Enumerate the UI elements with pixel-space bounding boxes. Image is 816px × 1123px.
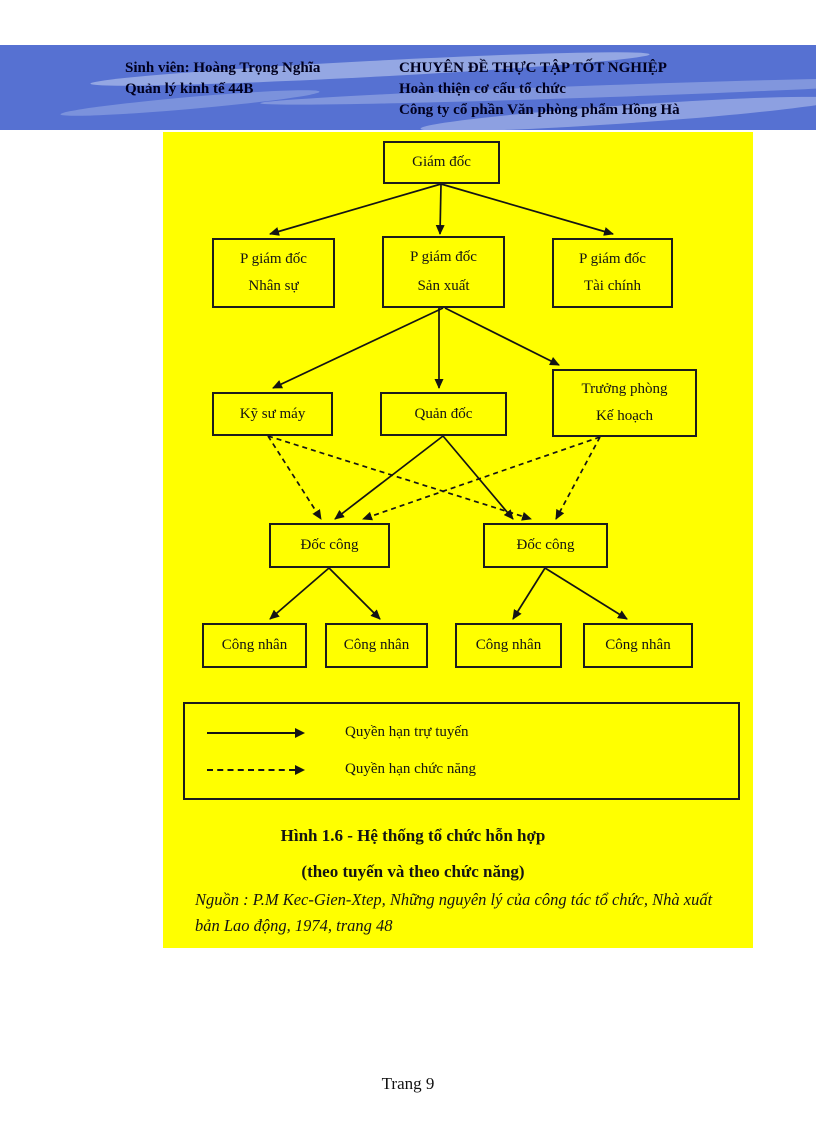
arrow-truongphong-doccong1 [362,436,601,521]
node-doc-cong-2: Đốc công [483,523,608,568]
arrow-sanxuat-kysumay [272,307,444,389]
arrow-doccong1-congnhan2 [328,567,381,620]
node-label: Công nhân [605,637,671,653]
node-cong-nhan-4: Công nhân [583,623,693,668]
arrow-giamdoc-sanxuat [435,183,445,235]
node-label: P giám đốc [240,250,307,267]
arrow-giamdoc-nhansu [269,183,442,236]
legend-row-solid: Quyền hạn trự tuyến [207,724,738,741]
figure-source: Nguồn : P.M Kec-Gien-Xtep, Những nguyên … [195,890,713,935]
figure-caption-line2: (theo tuyến và theo chức năng) [301,862,525,881]
legend-box: Quyền hạn trự tuyến Quyền hạn chức năng [183,702,740,800]
node-giam-doc: Giám đốc [383,141,500,184]
arrow-kysumay-doccong2 [267,435,532,521]
arrow-quandoc-doccong1 [334,435,444,520]
node-cong-nhan-2: Công nhân [325,623,428,668]
solid-arrow-sample [207,731,295,734]
node-cong-nhan-3: Công nhân [455,623,562,668]
arrow-kysumay-doccong1 [267,435,322,520]
node-label: Kỹ sư máy [239,405,306,422]
header-title-block: CHUYÊN ĐỀ THỰC TẬP TỐT NGHIỆP Hoàn thiện… [399,58,680,130]
node-label: Kế hoạch [595,408,654,424]
dashed-arrowhead [295,764,305,775]
org-chart-figure: Giám đốc P giám đốc Nhân sự P giám đốc S… [163,132,753,948]
figure-caption-line1: Hình 1.6 - Hệ thống tổ chức hỗn hợp [280,826,546,845]
node-ky-su-may: Kỹ sư máy [212,392,333,436]
legend-label-solid: Quyền hạn trự tuyến [345,724,469,740]
node-pgd-san-xuat: P giám đốc Sản xuất [382,236,505,308]
node-label: Đốc công [300,537,359,553]
node-label: Nhân sự [248,278,299,295]
node-truong-phong-ke-hoach: Trưởng phòng Kế hoạch [552,369,697,437]
node-pgd-nhan-su: P giám đốc Nhân sự [212,238,335,308]
student-class: Quản lý kinh tế 44B [125,81,254,97]
node-label: Trưởng phòng [581,381,668,397]
node-label: Đốc công [516,537,575,553]
report-title: CHUYÊN ĐỀ THỰC TẬP TỐT NGHIỆP [399,60,667,76]
arrow-giamdoc-taichinh [440,183,614,236]
student-name: Sinh viên: Hoàng Trọng Nghĩa [125,60,321,76]
dashed-arrow-sample [207,768,295,771]
node-label: Quản đốc [414,405,473,422]
node-quan-doc: Quản đốc [380,392,507,436]
node-label: Giám đốc [412,154,471,170]
node-label: P giám đốc [410,249,477,266]
arrow-truongphong-doccong2 [555,436,601,520]
node-label: Công nhân [221,637,288,653]
node-label: Sản xuất [417,277,470,294]
figure-caption: Hình 1.6 - Hệ thống tổ chức hỗn hợp (the… [163,818,663,890]
node-pgd-tai-chinh: P giám đốc Tài chính [552,238,673,308]
legend-label-dashed: Quyền hạn chức năng [345,761,477,777]
node-label: P giám đốc [579,250,646,267]
company-name: Công ty cổ phần Văn phòng phẩm Hồng Hà [399,102,680,118]
arrow-quandoc-doccong2 [442,435,514,520]
arrow-doccong2-congnhan3 [512,567,546,620]
arrow-sanxuat-truongphong [444,307,560,366]
node-label: Tài chính [583,278,642,295]
page-number: Trang 9 [381,1074,435,1093]
node-label: Công nhân [475,637,542,653]
arrow-doccong1-congnhan1 [269,567,330,620]
solid-arrowhead [295,727,305,738]
node-doc-cong-1: Đốc công [269,523,390,568]
node-label: Công nhân [343,637,410,653]
node-cong-nhan-1: Công nhân [202,623,307,668]
arrow-doccong2-congnhan4 [544,567,628,620]
report-subtitle: Hoàn thiện cơ cấu tổ chức [399,81,566,97]
legend-row-dashed: Quyền hạn chức năng [207,761,738,778]
header-band: Sinh viên: Hoàng Trọng Nghĩa Quản lý kin… [0,45,816,130]
header-student-block: Sinh viên: Hoàng Trọng Nghĩa Quản lý kin… [125,58,387,130]
